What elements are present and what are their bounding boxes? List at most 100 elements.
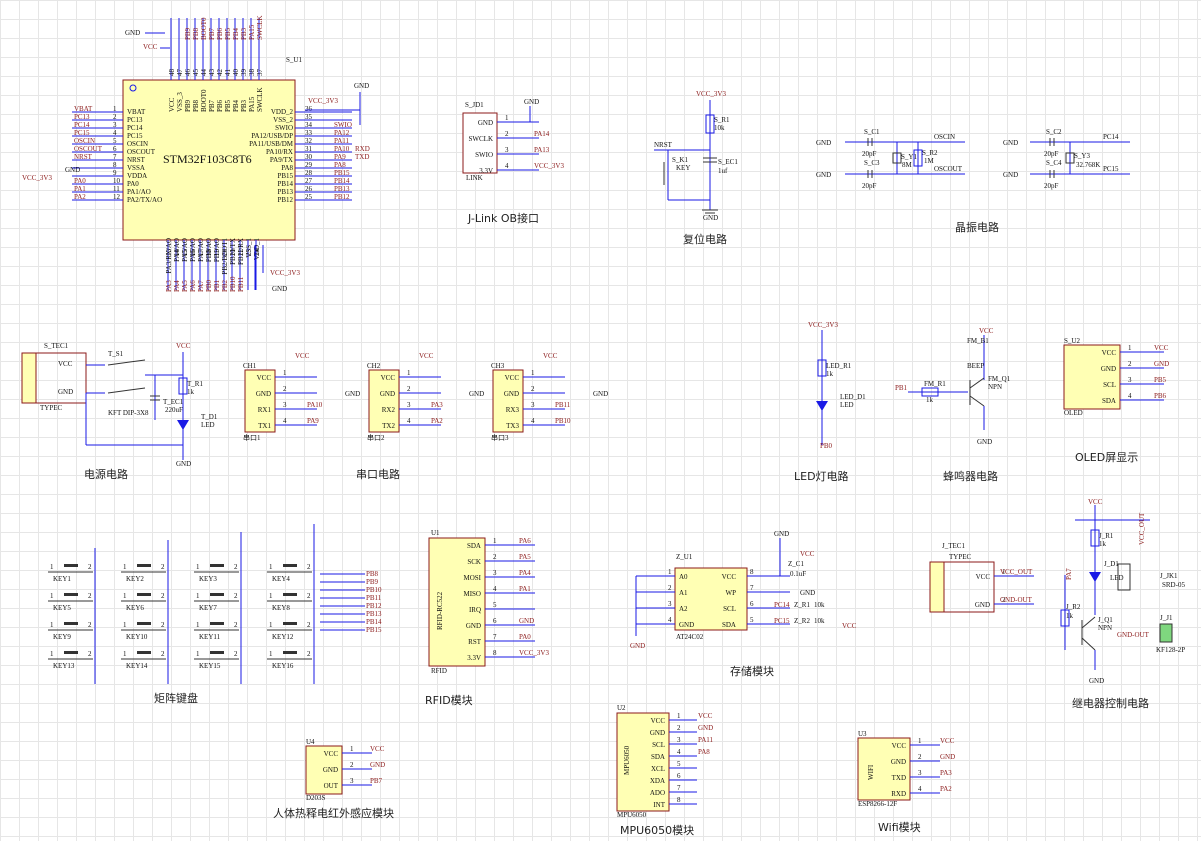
mcu-bottom-pin-label: PB0/AO bbox=[205, 238, 213, 262]
mcu-top-net: PB6 bbox=[216, 27, 224, 40]
keypad-net: PB9 bbox=[366, 578, 379, 586]
pin-label: GND bbox=[975, 601, 990, 609]
serial-body bbox=[492, 369, 524, 433]
pin-label: VCC bbox=[324, 750, 339, 758]
serial-pin-num: 1 bbox=[283, 369, 287, 377]
pin-num: 4 bbox=[1128, 392, 1132, 400]
keypad-net: PB10 bbox=[366, 586, 382, 594]
mcu-body bbox=[122, 79, 296, 241]
mcu-top-net: PB8 bbox=[192, 27, 200, 40]
mcu-left-pin-label: PA2/TX/AO bbox=[127, 196, 162, 204]
led-block: VCC_3V3 LED_R1 1k LED_D1 LED PB0 LED灯电路 bbox=[794, 321, 866, 483]
mcu-txd: TXD bbox=[355, 153, 369, 161]
wifi-body bbox=[857, 737, 911, 801]
serial-body bbox=[368, 369, 400, 433]
pin-net: VCC bbox=[370, 745, 385, 753]
pin-net: PA11 bbox=[698, 736, 714, 744]
mcu-left-pin-num: 12 bbox=[113, 193, 121, 201]
pir-caption: 人体热释电红外感应模块 bbox=[273, 806, 394, 820]
relay-r2: J_R2 bbox=[1066, 603, 1081, 611]
key-pin: 2 bbox=[161, 563, 165, 571]
eeprom-rpin-num: 5 bbox=[750, 616, 754, 624]
reset-gnd: GND bbox=[703, 214, 718, 222]
mcu-top-pin-num: 37 bbox=[256, 69, 264, 77]
mcu-top-pin-label: PB3 bbox=[240, 99, 248, 112]
pir-body bbox=[305, 745, 343, 795]
power-caption: 电源电路 bbox=[84, 467, 128, 481]
key-pin: 2 bbox=[234, 592, 238, 600]
mcu-left-pin-label: VBAT bbox=[127, 108, 146, 116]
mcu-right-net: PB15 bbox=[334, 169, 350, 177]
xtal-oscout: OSCOUT bbox=[934, 165, 963, 173]
serial-net: PA9 bbox=[307, 417, 319, 425]
led-rv: 1k bbox=[826, 370, 834, 378]
pin-num: 2 bbox=[493, 553, 497, 561]
xtal-c2: S_C2 bbox=[1046, 128, 1062, 136]
pin-num: 1 bbox=[1128, 344, 1132, 352]
reset-vcc: VCC_3V3 bbox=[696, 90, 726, 98]
key-pin: 1 bbox=[196, 650, 200, 658]
relay-r1: J_R1 bbox=[1099, 532, 1114, 540]
mcu-right-pin-label: SWIO bbox=[275, 124, 293, 132]
relay-j: J_J1 bbox=[1160, 614, 1173, 622]
relay-dv: LED bbox=[1110, 574, 1124, 582]
key-pin: 1 bbox=[123, 650, 127, 658]
pin-net: PA14 bbox=[534, 130, 550, 138]
pin-num: 4 bbox=[918, 785, 922, 793]
key-pin: 1 bbox=[269, 621, 273, 629]
keypad-key-label: KEY1 bbox=[53, 575, 71, 583]
mcu-top-pin-label: PB5 bbox=[224, 99, 232, 112]
serial-pin-num: 2 bbox=[407, 385, 411, 393]
pin-label: VCC bbox=[892, 742, 907, 750]
keypad-key-label: KEY6 bbox=[126, 604, 144, 612]
reset-cv: 1uf bbox=[718, 167, 728, 175]
mcu-right-net: PB13 bbox=[334, 185, 350, 193]
serial-pin: VCC bbox=[505, 374, 520, 382]
keypad-key-label: KEY15 bbox=[199, 662, 221, 670]
mcu-right-pin-num: 27 bbox=[305, 177, 313, 185]
eeprom-lpin: A1 bbox=[679, 589, 688, 597]
reset-caption: 复位电路 bbox=[683, 232, 727, 246]
crystal-block: GND GND S_C1 S_C3 20pF 20pF S_Y1 8M S_R2… bbox=[816, 128, 1130, 234]
mcu-top-pin-label: VCC bbox=[168, 97, 176, 112]
serial-ref: CH3 bbox=[491, 362, 505, 370]
xtal-y1v: 8M bbox=[902, 161, 913, 169]
key-pin: 2 bbox=[88, 563, 92, 571]
mcu-left-pin-num: 7 bbox=[113, 153, 117, 161]
eeprom-rpin: WP bbox=[726, 589, 737, 597]
pin-label: ADO bbox=[650, 789, 665, 797]
key-pin: 1 bbox=[196, 592, 200, 600]
mcu-bottom-net: PB0 bbox=[205, 279, 213, 292]
pin-net: PA13 bbox=[534, 146, 550, 154]
power-vcc-pin: VCC bbox=[58, 360, 73, 368]
pin-net: GND bbox=[698, 724, 713, 732]
pin-num: 2 bbox=[1002, 596, 1006, 604]
mcu-name: STM32F103C8T6 bbox=[163, 152, 252, 166]
relay-q: J_Q1 bbox=[1098, 616, 1113, 624]
mcu-left-pin-label: VDDA bbox=[127, 172, 147, 180]
pin-label: GND bbox=[466, 622, 481, 630]
eeprom-r2: Z_R2 bbox=[794, 617, 810, 625]
buzzer-gnd: GND bbox=[977, 438, 992, 446]
serial-pin: RX3 bbox=[506, 406, 520, 414]
pin-num: 1 bbox=[350, 745, 354, 753]
serial-gnd: GND bbox=[469, 390, 484, 398]
buzzer-caption: 蜂鸣器电路 bbox=[943, 469, 998, 483]
relay-gnd: GND bbox=[1089, 677, 1104, 685]
key-pin: 1 bbox=[269, 563, 273, 571]
mcu-right-net: PA10 bbox=[334, 145, 350, 153]
pin-num: 2 bbox=[350, 761, 354, 769]
mcu-left-pin-label: VSSA bbox=[127, 164, 145, 172]
key-pin: 1 bbox=[269, 650, 273, 658]
oled-name: OLED bbox=[1064, 409, 1083, 417]
eeprom-c: Z_C1 bbox=[788, 560, 804, 568]
mcu-top-net: PB5 bbox=[224, 27, 232, 40]
pin-label: IRQ bbox=[469, 606, 481, 614]
mcu-bottom-pin-num: 18 bbox=[205, 249, 213, 257]
keypad-net: PB15 bbox=[366, 626, 382, 634]
jlink-caption: J-Link OB接口 bbox=[467, 212, 539, 225]
mpu-ref: U2 bbox=[617, 704, 626, 712]
